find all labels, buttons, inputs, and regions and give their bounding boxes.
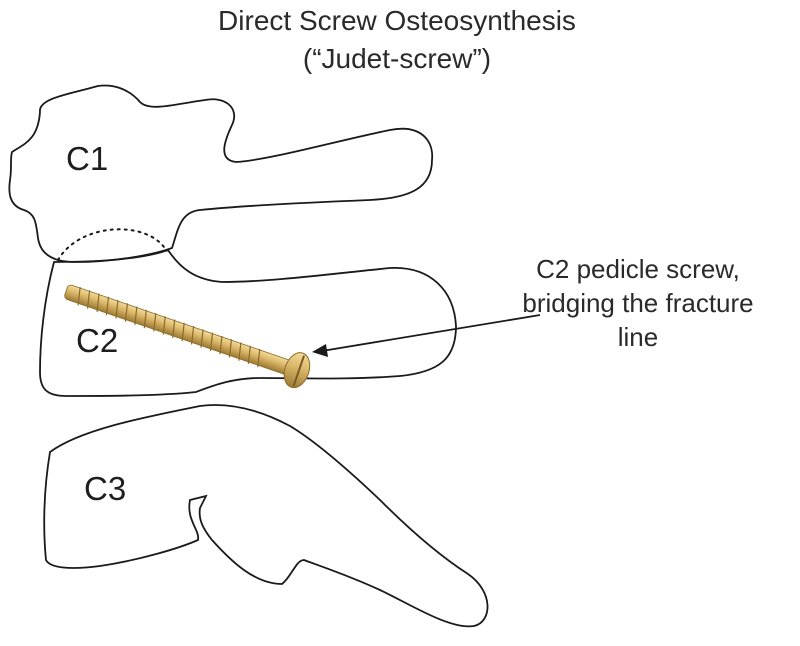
screw-head: [283, 352, 311, 389]
screw-annotation: C2 pedicle screw, bridging the fracture …: [488, 252, 788, 354]
label-c3: C3: [84, 470, 127, 507]
c1-vertebra-outline: [8, 84, 433, 263]
c3-vertebra-outline: [43, 404, 489, 628]
annotation-arrow-head: [312, 344, 328, 357]
annotation-line-1: C2 pedicle screw,: [536, 254, 740, 284]
diagram-subtitle: (“Judet-screw”): [302, 43, 492, 74]
c2-vertebra-outline: [39, 248, 457, 397]
screw-threads: [77, 286, 261, 368]
annotation-line-2: bridging the fracture: [522, 288, 754, 318]
label-c2: C2: [76, 322, 119, 359]
screw-head-slot: [292, 355, 305, 387]
pedicle-screw-graphic: [64, 284, 311, 389]
fracture-line-dotted: [57, 228, 167, 261]
label-c1: C1: [66, 140, 109, 177]
annotation-arrow-line: [321, 314, 541, 352]
diagram-title: Direct Screw Osteosynthesis: [218, 5, 576, 36]
annotation-line-3: line: [617, 322, 659, 352]
